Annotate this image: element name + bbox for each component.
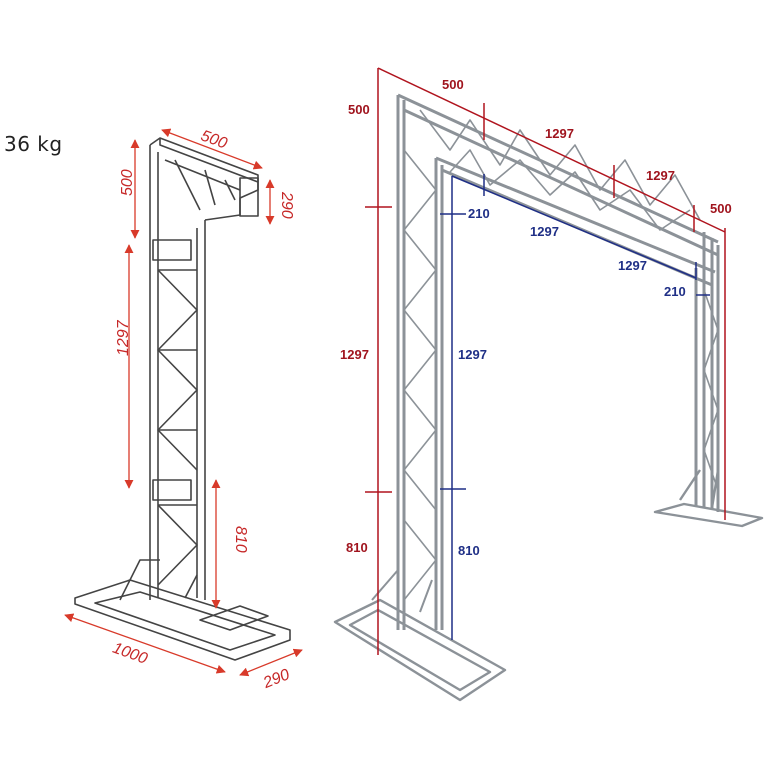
right-dim-inner-210-right: 210 — [664, 284, 686, 299]
left-dim-sleeve-height: 810 — [232, 526, 249, 553]
right-dim-inner-mast-1297: 1297 — [458, 347, 487, 362]
left-dim-head-depth: 290 — [278, 191, 295, 219]
left-head-frame — [149, 137, 259, 221]
right-outer-dimensions — [365, 67, 726, 655]
left-mast-braces — [157, 269, 198, 586]
weight-label: 36 kg — [4, 132, 63, 156]
left-dim-top-width: 500 — [198, 127, 229, 152]
right-dim-inner-1297-b: 1297 — [618, 258, 647, 273]
right-dim-left-top: 500 — [348, 102, 370, 117]
right-dim-right-500: 500 — [710, 201, 732, 216]
right-right-base — [653, 469, 764, 528]
left-base-plate — [74, 579, 291, 661]
right-left-tower — [396, 95, 444, 630]
left-dim-base-length: 1000 — [110, 640, 149, 668]
right-dim-left-810: 810 — [346, 540, 368, 555]
left-dim-mast-height: 1297 — [115, 319, 132, 356]
right-dim-inner-210-left: 210 — [468, 206, 490, 221]
right-left-base — [333, 598, 507, 702]
right-dim-inner-sleeve-810: 810 — [458, 543, 480, 558]
left-dim-base-width: 290 — [260, 666, 292, 692]
left-tower-drawing — [74, 137, 291, 661]
right-dim-top-500: 500 — [442, 77, 464, 92]
right-top-beam — [397, 93, 719, 287]
left-dimensions — [64, 128, 303, 677]
right-dim-top-1297-b: 1297 — [646, 168, 675, 183]
right-dim-inner-1297-a: 1297 — [530, 224, 559, 239]
left-dim-top-height: 500 — [119, 169, 136, 196]
right-dim-top-1297-a: 1297 — [545, 126, 574, 141]
right-truss-structure — [333, 93, 764, 702]
right-dim-left-1297: 1297 — [340, 347, 369, 362]
right-inner-dimensions — [440, 174, 710, 640]
